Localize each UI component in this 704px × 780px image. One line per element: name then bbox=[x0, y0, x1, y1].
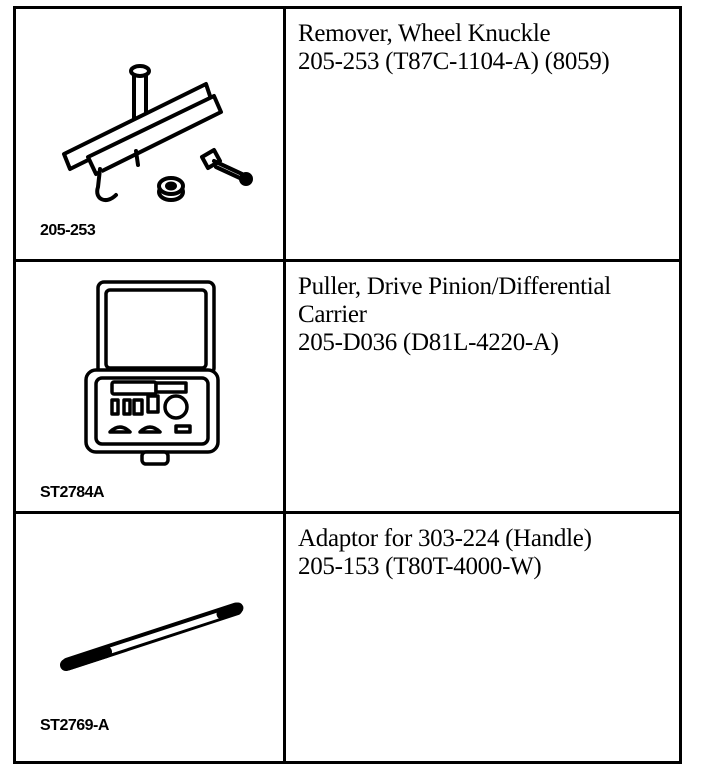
tool-number: 205-D036 (D81L-4220-A) bbox=[298, 329, 559, 356]
tool-image-cell: ST2769-A bbox=[16, 514, 286, 761]
tool-description: Puller, Drive Pinion/Differential Carrie… bbox=[286, 262, 679, 514]
tool-caption: ST2769-A bbox=[40, 717, 109, 734]
tool-number: 205-253 (T87C-1104-A) (8059) bbox=[298, 48, 610, 75]
tool-image-cell: 205-253 bbox=[16, 9, 286, 262]
special-tools-table: 205-253 Remover, Wheel Knuckle 205-253 (… bbox=[13, 6, 682, 764]
tool-name: Adaptor for 303-224 (Handle) bbox=[298, 525, 592, 552]
tool-description: Adaptor for 303-224 (Handle) 205-153 (T8… bbox=[286, 514, 679, 761]
tool-caption: ST2784A bbox=[40, 484, 105, 501]
tool-description: Remover, Wheel Knuckle 205-253 (T87C-110… bbox=[286, 9, 679, 262]
tool-name: Puller, Drive Pinion/Differential bbox=[298, 273, 611, 300]
adaptor-rod-icon bbox=[60, 602, 244, 671]
tool-caption: 205-253 bbox=[40, 222, 96, 239]
tool-name-continued: Carrier bbox=[298, 301, 367, 328]
tool-name: Remover, Wheel Knuckle bbox=[298, 20, 551, 47]
tool-number: 205-153 (T80T-4000-W) bbox=[298, 553, 542, 580]
puller-case-icon bbox=[84, 280, 220, 466]
tool-image-cell: ST2784A bbox=[16, 262, 286, 514]
wheel-knuckle-remover-icon bbox=[62, 64, 253, 203]
